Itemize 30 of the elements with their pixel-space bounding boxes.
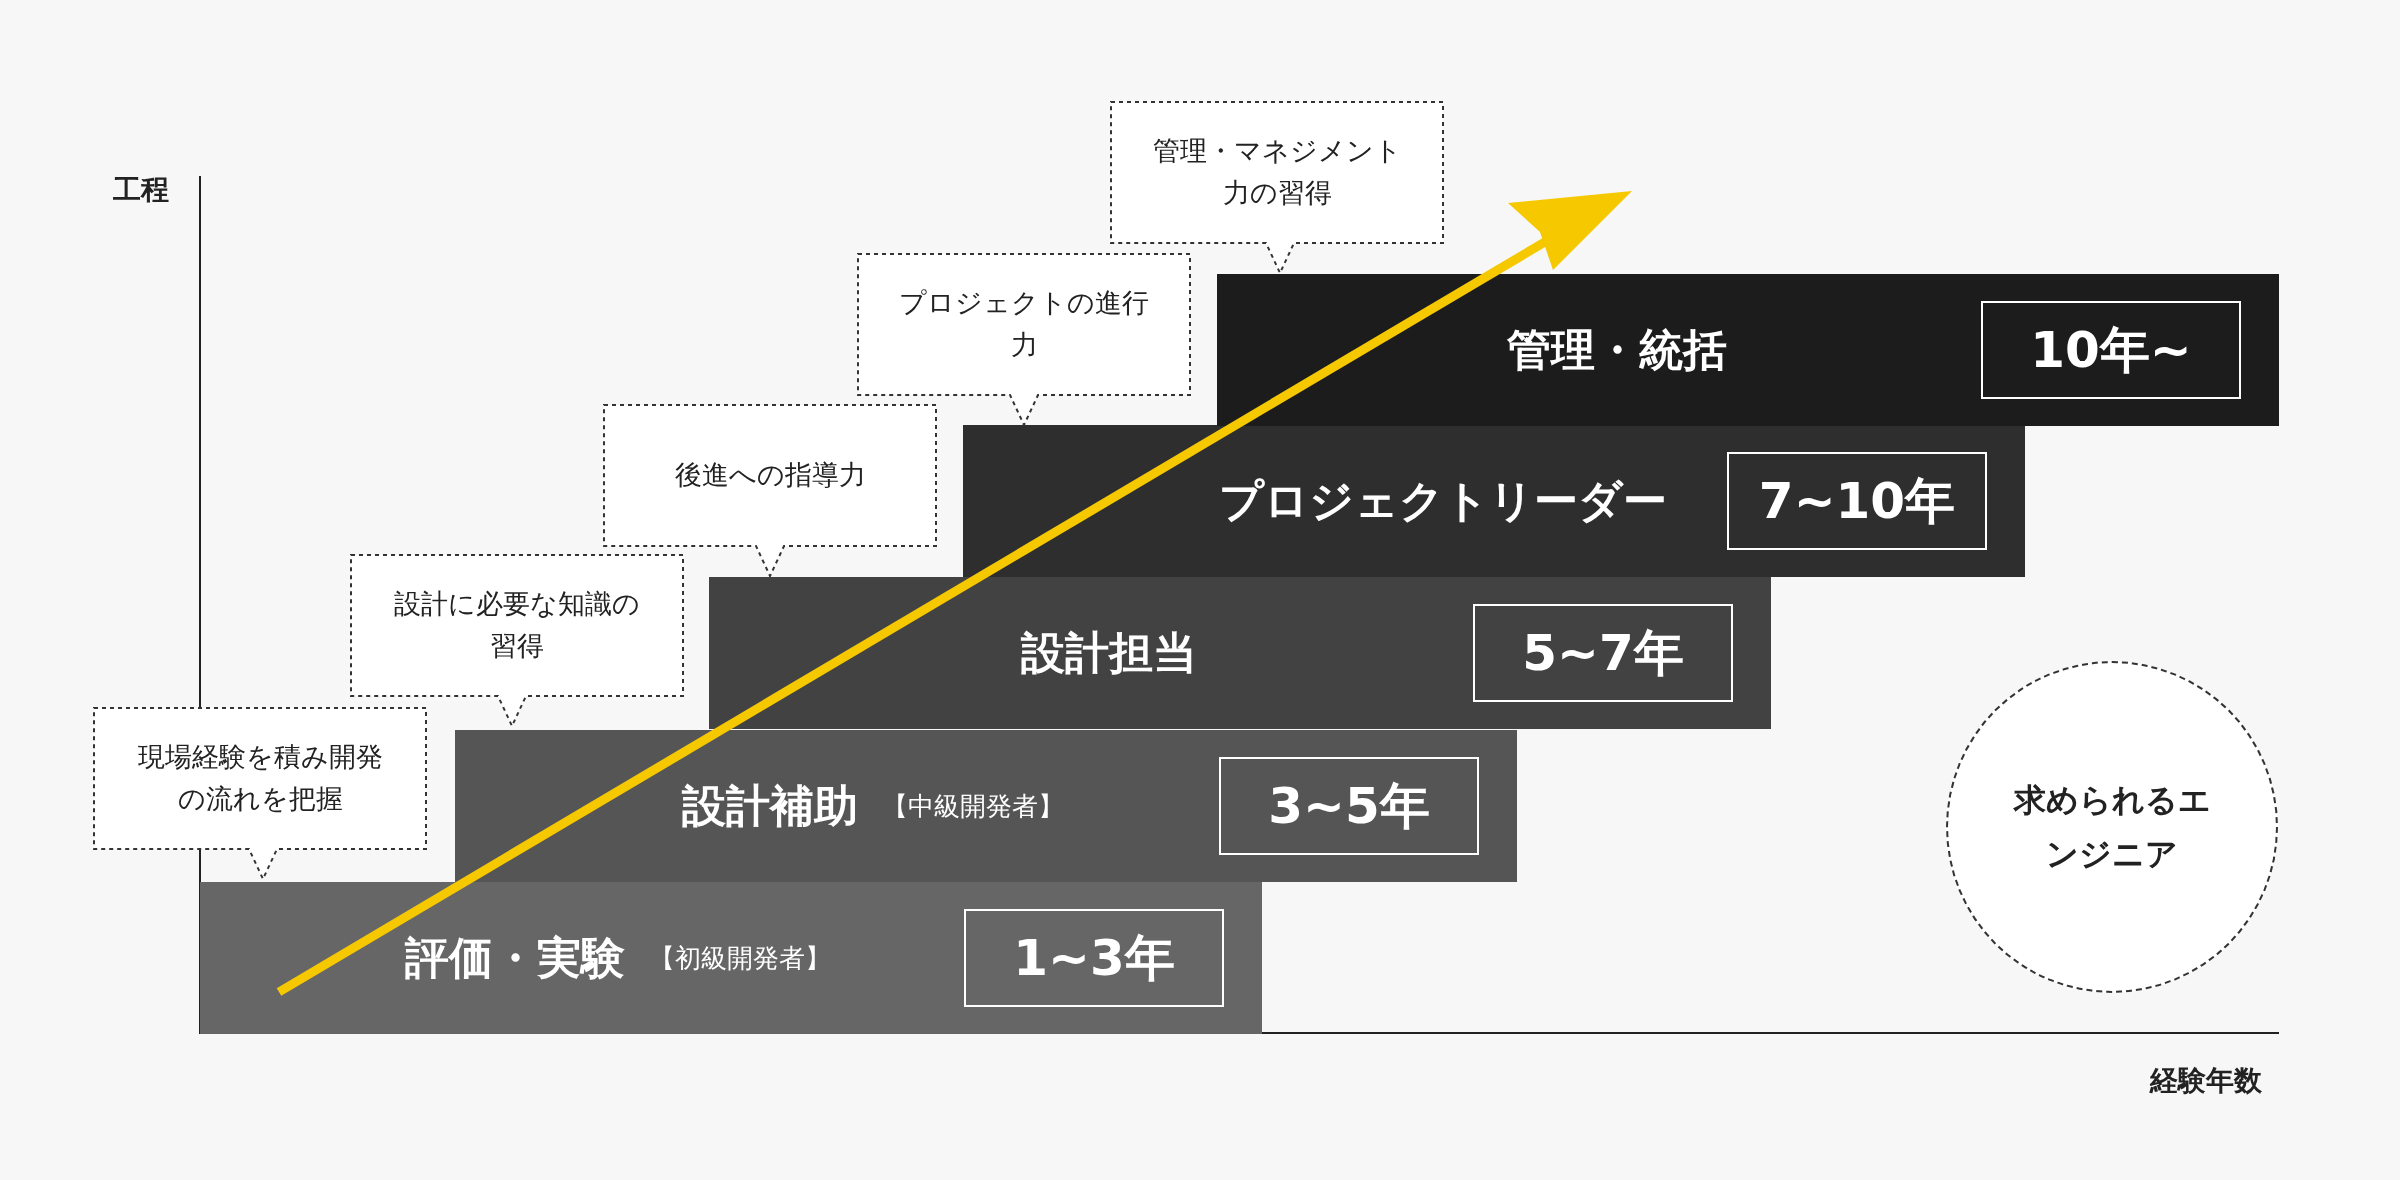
axis-label: 経験年数 (2150, 1063, 2262, 1099)
axis-label: 工程 (113, 172, 169, 208)
step-bar (963, 425, 2025, 577)
bubble-text: 後進への指導力 (673, 458, 867, 492)
years-box: 7~10年 (1727, 452, 1987, 550)
speech-bubble (93, 707, 427, 880)
step-bar (709, 577, 1771, 729)
years-box: 5~7年 (1473, 604, 1733, 702)
bubble-text: プロジェクトの進行力 (898, 286, 1150, 362)
speech-bubble (350, 554, 684, 727)
bubble-text: 設計に必要な知識の習得 (393, 587, 641, 663)
step-bar (200, 882, 1262, 1034)
speech-bubble (857, 253, 1191, 426)
years-box: 1~3年 (964, 909, 1224, 1007)
years-box: 10年~ (1981, 301, 2241, 399)
level-label: 【中級開発者】 (882, 789, 1064, 823)
bubble-text: 管理・マネジメント力の習得 (1151, 134, 1403, 210)
years-box: 3~5年 (1219, 757, 1479, 855)
step-title: 設計補助 (682, 778, 858, 833)
step-title: 評価・実験 (405, 930, 625, 985)
level-label: 【初級開発者】 (649, 941, 831, 975)
circle-text: 求められるエンジニア (2012, 780, 2212, 875)
step-title: 設計担当 (1021, 625, 1197, 680)
speech-bubble (1110, 101, 1444, 274)
step-title: プロジェクトリーダー (1219, 473, 1667, 528)
step-bar (1217, 274, 2279, 426)
step-title: 管理・統括 (1507, 322, 1727, 377)
speech-bubble (603, 404, 937, 577)
bubble-text: 現場経験を積み開発の流れを把握 (136, 740, 384, 816)
step-bar (455, 730, 1517, 882)
